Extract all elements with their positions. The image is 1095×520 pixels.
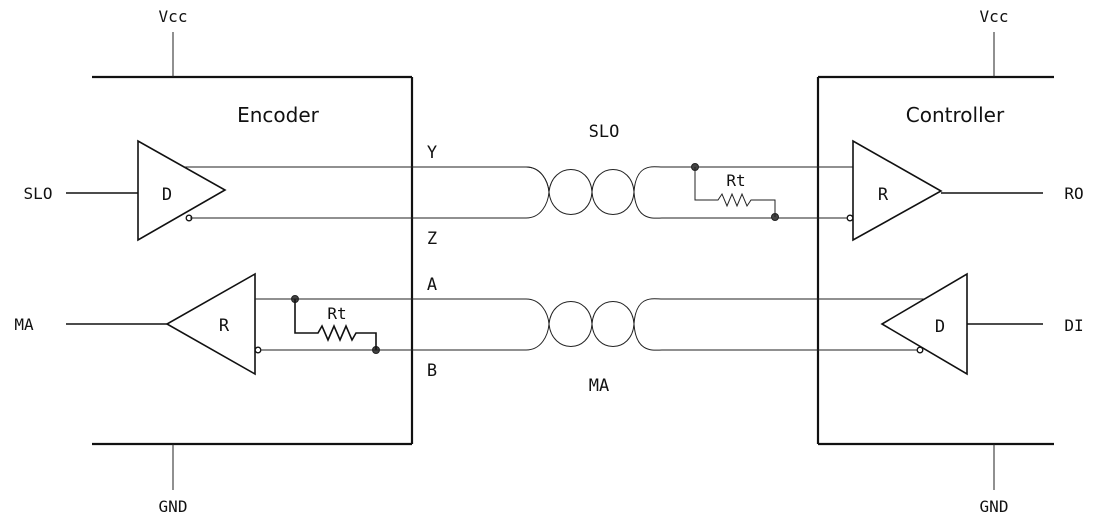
encoder-rt-label: Rt [327,304,346,323]
controller-driver-label: D [935,317,945,337]
controller-rt-label: Rt [726,171,745,190]
encoder-receiver-inverting-bubble [254,346,262,354]
ma-twisted-pair [255,298,967,351]
lower-pair-label: MA [589,376,609,396]
controller-receiver-label: R [878,185,889,205]
encoder-ma-output-label: MA [14,315,34,334]
encoder-receiver-label: R [219,316,230,336]
encoder-title: Encoder [237,103,320,127]
encoder-slo-input-label: SLO [24,184,53,203]
controller-di-input-label: DI [1064,316,1083,335]
controller-gnd-label: GND [980,497,1009,516]
encoder-rt-resistor [294,299,377,350]
controller-receiver-triangle [852,139,943,242]
controller-vcc-label: Vcc [980,7,1009,26]
encoder-block [92,32,414,490]
line-b-label: B [427,361,437,381]
controller-receiver-inverting-bubble [846,214,854,222]
slo-twisted-pair [185,166,858,219]
controller-block [816,32,1054,490]
encoder-driver-label: D [162,185,172,205]
line-z-label: Z [427,229,437,249]
encoder-driver-triangle [137,139,227,242]
line-a-label: A [427,275,437,295]
controller-rt-resistor [694,167,776,217]
controller-title: Controller [906,103,1005,127]
controller-driver-triangle [880,272,968,376]
controller-ro-output-label: RO [1064,184,1083,203]
encoder-vcc-label: Vcc [159,7,188,26]
upper-pair-label: SLO [589,122,620,142]
encoder-gnd-label: GND [159,497,188,516]
controller-driver-inverting-bubble [916,346,924,354]
line-y-label: Y [427,143,437,163]
encoder-receiver-triangle [165,272,256,376]
